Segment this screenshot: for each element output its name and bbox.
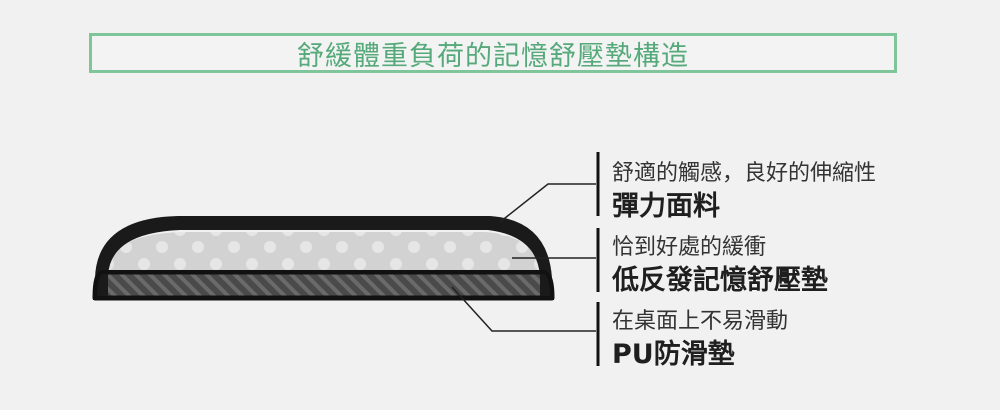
cover-name: 彈力面料 [612, 191, 720, 222]
pu-base-layer [92, 269, 555, 301]
foam-description: 恰到好處的緩衝 [612, 235, 767, 260]
base-name: PU防滑墊 [612, 339, 735, 370]
cover-description: 舒適的觸感，良好的伸縮性 [612, 161, 877, 186]
memory-foam-layer [108, 232, 540, 270]
diagram-title: 舒緩體重負荷的記憶舒壓墊構造 [297, 40, 689, 72]
foam-name: 低反發記憶舒壓墊 [612, 265, 828, 296]
title-box: 舒緩體重負荷的記憶舒壓墊構造 [89, 33, 897, 73]
elastic-cover-layer [95, 216, 552, 298]
leader-line-cover [499, 183, 596, 223]
base-description: 在桌面上不易滑動 [612, 309, 789, 334]
leader-line-base [451, 286, 596, 332]
